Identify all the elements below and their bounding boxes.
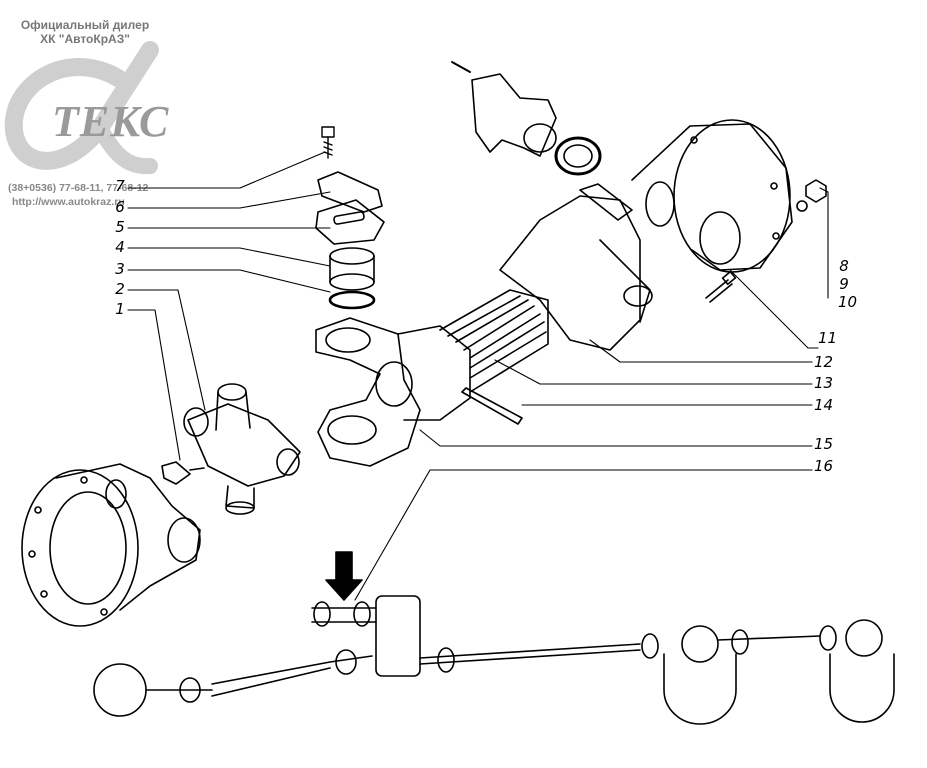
callout-2: 2	[115, 280, 125, 298]
dealer-line-2: ХК "АвтоКрАЗ"	[40, 32, 130, 46]
callout-3: 3	[115, 260, 125, 278]
dealer-line-1: Официальный дилер	[20, 18, 150, 32]
brand-name: ТЕКС	[52, 97, 170, 146]
callout-11: 11	[818, 329, 838, 347]
dealer-phone: (38+0536) 77-68-11, 77-68-12	[8, 182, 149, 194]
callout-5: 5	[115, 218, 125, 236]
cap-screw	[321, 126, 335, 159]
callout-4: 4	[115, 238, 125, 256]
callout-15: 15	[814, 435, 834, 453]
flange-housing	[631, 119, 793, 273]
oil-seal	[554, 136, 602, 176]
callout-8: 8	[839, 257, 849, 275]
dealer-url: http://www.autokraz.ru	[12, 196, 125, 208]
callout-10: 10	[838, 293, 858, 311]
spider-cross	[183, 383, 301, 515]
arrow-indicator	[325, 551, 363, 601]
slip-yoke	[315, 317, 471, 467]
leader-lines	[127, 151, 829, 601]
callout-7: 7	[115, 177, 125, 195]
splined-shaft	[439, 289, 549, 393]
callout-13: 13	[814, 374, 834, 392]
support-bracket	[451, 61, 557, 157]
lock-plate	[317, 171, 383, 213]
washer	[796, 200, 808, 212]
yoke-housing	[499, 183, 653, 351]
grease-fitting	[161, 461, 205, 485]
bearing-cap	[315, 199, 385, 245]
callout-6: 6	[115, 198, 125, 216]
callout-9: 9	[839, 275, 849, 293]
driveline-overview	[93, 595, 895, 725]
flange-bolt	[705, 270, 737, 303]
callout-14: 14	[814, 396, 834, 414]
callout-1: 1	[115, 300, 125, 318]
nut	[805, 179, 827, 203]
callout-16: 16	[814, 457, 834, 475]
cotter-pin	[461, 387, 523, 425]
callout-12: 12	[814, 353, 834, 371]
flange-yoke-left	[21, 463, 201, 627]
needle-bearing	[328, 247, 376, 310]
